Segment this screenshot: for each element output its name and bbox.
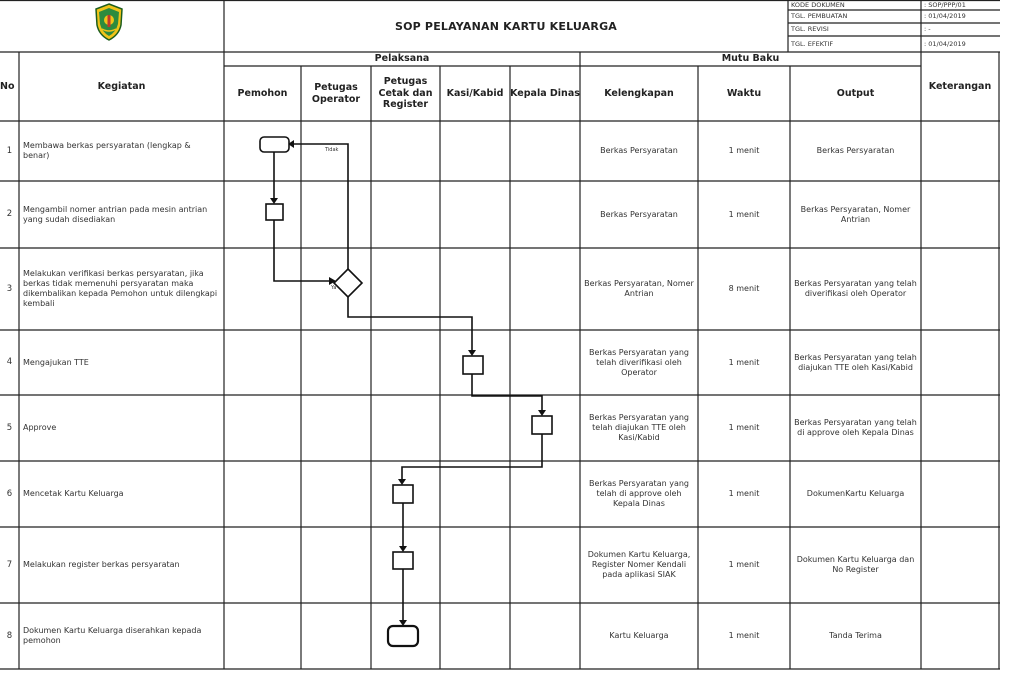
arrowhead-1-2 — [270, 198, 278, 204]
arrowhead-no-return — [288, 140, 294, 148]
step-2-process — [265, 203, 284, 221]
meta-kode-value: : SOP/PPP/01 — [924, 0, 966, 9]
decision-yes-label: Ya — [331, 285, 337, 291]
row-4-no: 4 — [6, 357, 13, 368]
row-8-output: Tanda Terima — [829, 631, 882, 640]
meta-efektif-value: : 01/04/2019 — [924, 39, 966, 48]
step-8-terminator — [386, 624, 420, 648]
meta-pembuatan-value: : 01/04/2019 — [924, 12, 966, 21]
row-6-output: DokumenKartu Keluarga — [806, 489, 905, 498]
row-4-kegiatan: Mengajukan TTE — [23, 357, 89, 367]
arrowhead-3-4 — [468, 350, 476, 356]
row-4-waktu: 1 menit — [728, 357, 760, 367]
row-7-kegiatan: Melakukan register berkas persyaratan — [23, 560, 180, 569]
step-4-process — [462, 355, 484, 375]
row-1-kegiatan: Membawa berkas persyaratan (lengkap & be… — [23, 141, 191, 160]
row-5-output: Berkas Persyaratan yang telah di approve… — [794, 418, 917, 437]
row-1-no: 1 — [6, 145, 13, 156]
row-5-kelengkapan: Berkas Persyaratan yang telah diajukan T… — [589, 413, 689, 442]
document-title: SOP PELAYANAN KARTU KELUARGA — [394, 19, 618, 33]
row-1-kelengkapan: Berkas Persyaratan — [600, 146, 678, 155]
row-3-kelengkapan: Berkas Persyaratan, Nomer Antrian — [584, 279, 694, 298]
row-7-waktu: 1 menit — [728, 560, 760, 569]
regional-crest-icon — [95, 3, 123, 41]
header-kepala-dinas: Kepala Dinas — [510, 87, 580, 99]
arrowhead-2-3 — [329, 277, 336, 285]
row-7-no: 7 — [6, 559, 13, 570]
header-output: Output — [836, 87, 875, 99]
row-6-no: 6 — [6, 488, 13, 499]
header-pemohon: Pemohon — [237, 87, 288, 99]
row-2-output: Berkas Persyaratan, Nomer Antrian — [800, 204, 911, 224]
row-3-kegiatan: Melakukan verifikasi berkas persyaratan,… — [23, 269, 218, 308]
header-no: No — [0, 80, 15, 92]
meta-revisi-label: TGL. REVISI — [791, 25, 829, 34]
row-2-waktu: 1 menit — [728, 209, 760, 219]
decision-no-label: Tidak — [325, 147, 339, 153]
row-5-no: 5 — [6, 422, 13, 433]
row-1-waktu: 1 menit — [728, 146, 760, 155]
meta-kode-label: KODE DOKUMEN — [791, 0, 845, 9]
connector-3-4 — [347, 297, 473, 350]
row-8-kegiatan: Dokumen Kartu Keluarga diserahkan kepada… — [23, 626, 202, 645]
header-waktu: Waktu — [726, 87, 762, 99]
row-7-kelengkapan: Dokumen Kartu Keluarga, Register Nomer K… — [587, 550, 691, 579]
row-4-kelengkapan: Berkas Persyaratan yang telah diverifika… — [589, 347, 689, 377]
row-7-output: Dokumen Kartu Keluarga dan No Register — [796, 555, 915, 574]
header-mutu-baku: Mutu Baku — [721, 53, 780, 65]
row-4-output: Berkas Persyaratan yang telah diajukan T… — [794, 352, 917, 372]
row-6-kegiatan: Mencetak Kartu Keluarga — [23, 489, 124, 498]
connector-5-6 — [401, 434, 543, 479]
connector-4-5 — [471, 374, 543, 410]
step-6-process — [392, 484, 414, 504]
step-5-process — [531, 415, 553, 435]
row-3-no: 3 — [6, 283, 13, 294]
row-5-kegiatan: Approve — [23, 423, 57, 432]
step-3-decision — [332, 267, 364, 299]
arrowhead-5-6 — [398, 479, 406, 485]
step-7-process — [392, 551, 414, 570]
header-petugas-cetak: Petugas Cetak dan Register — [378, 75, 433, 111]
row-2-kelengkapan: Berkas Persyaratan — [600, 209, 678, 219]
row-2-kegiatan: Mengambil nomer antrian pada mesin antri… — [23, 204, 208, 224]
arrowhead-7-8 — [399, 620, 407, 626]
arrowhead-4-5 — [538, 410, 546, 416]
meta-efektif-label: TGL. EFEKTIF — [791, 39, 834, 48]
connector-no-return — [294, 143, 349, 269]
row-5-waktu: 1 menit — [728, 423, 760, 432]
header-kegiatan: Kegiatan — [97, 80, 146, 92]
arrowhead-6-7 — [399, 546, 407, 552]
row-6-kelengkapan: Berkas Persyaratan yang telah di approve… — [589, 479, 689, 508]
header-pelaksana: Pelaksana — [374, 53, 430, 65]
header-kasi-kabid: Kasi/Kabid — [446, 87, 504, 99]
meta-pembuatan-label: TGL. PEMBUATAN — [791, 12, 848, 21]
row-3-waktu: 8 menit — [728, 284, 760, 293]
meta-revisi-value: : - — [924, 25, 931, 34]
row-6-waktu: 1 menit — [728, 489, 760, 498]
step-1-terminator — [259, 136, 290, 153]
row-8-waktu: 1 menit — [728, 631, 760, 640]
header-kelengkapan: Kelengkapan — [604, 87, 674, 99]
row-3-output: Berkas Persyaratan yang telah diverifika… — [794, 279, 917, 298]
header-keterangan: Keterangan — [928, 80, 992, 92]
connector-2-3 — [273, 220, 329, 282]
header-petugas-operator: Petugas Operator — [311, 81, 361, 105]
row-8-no: 8 — [6, 630, 13, 641]
row-1-output: Berkas Persyaratan — [816, 146, 895, 155]
row-8-kelengkapan: Kartu Keluarga — [609, 631, 669, 640]
row-2-no: 2 — [6, 209, 13, 220]
